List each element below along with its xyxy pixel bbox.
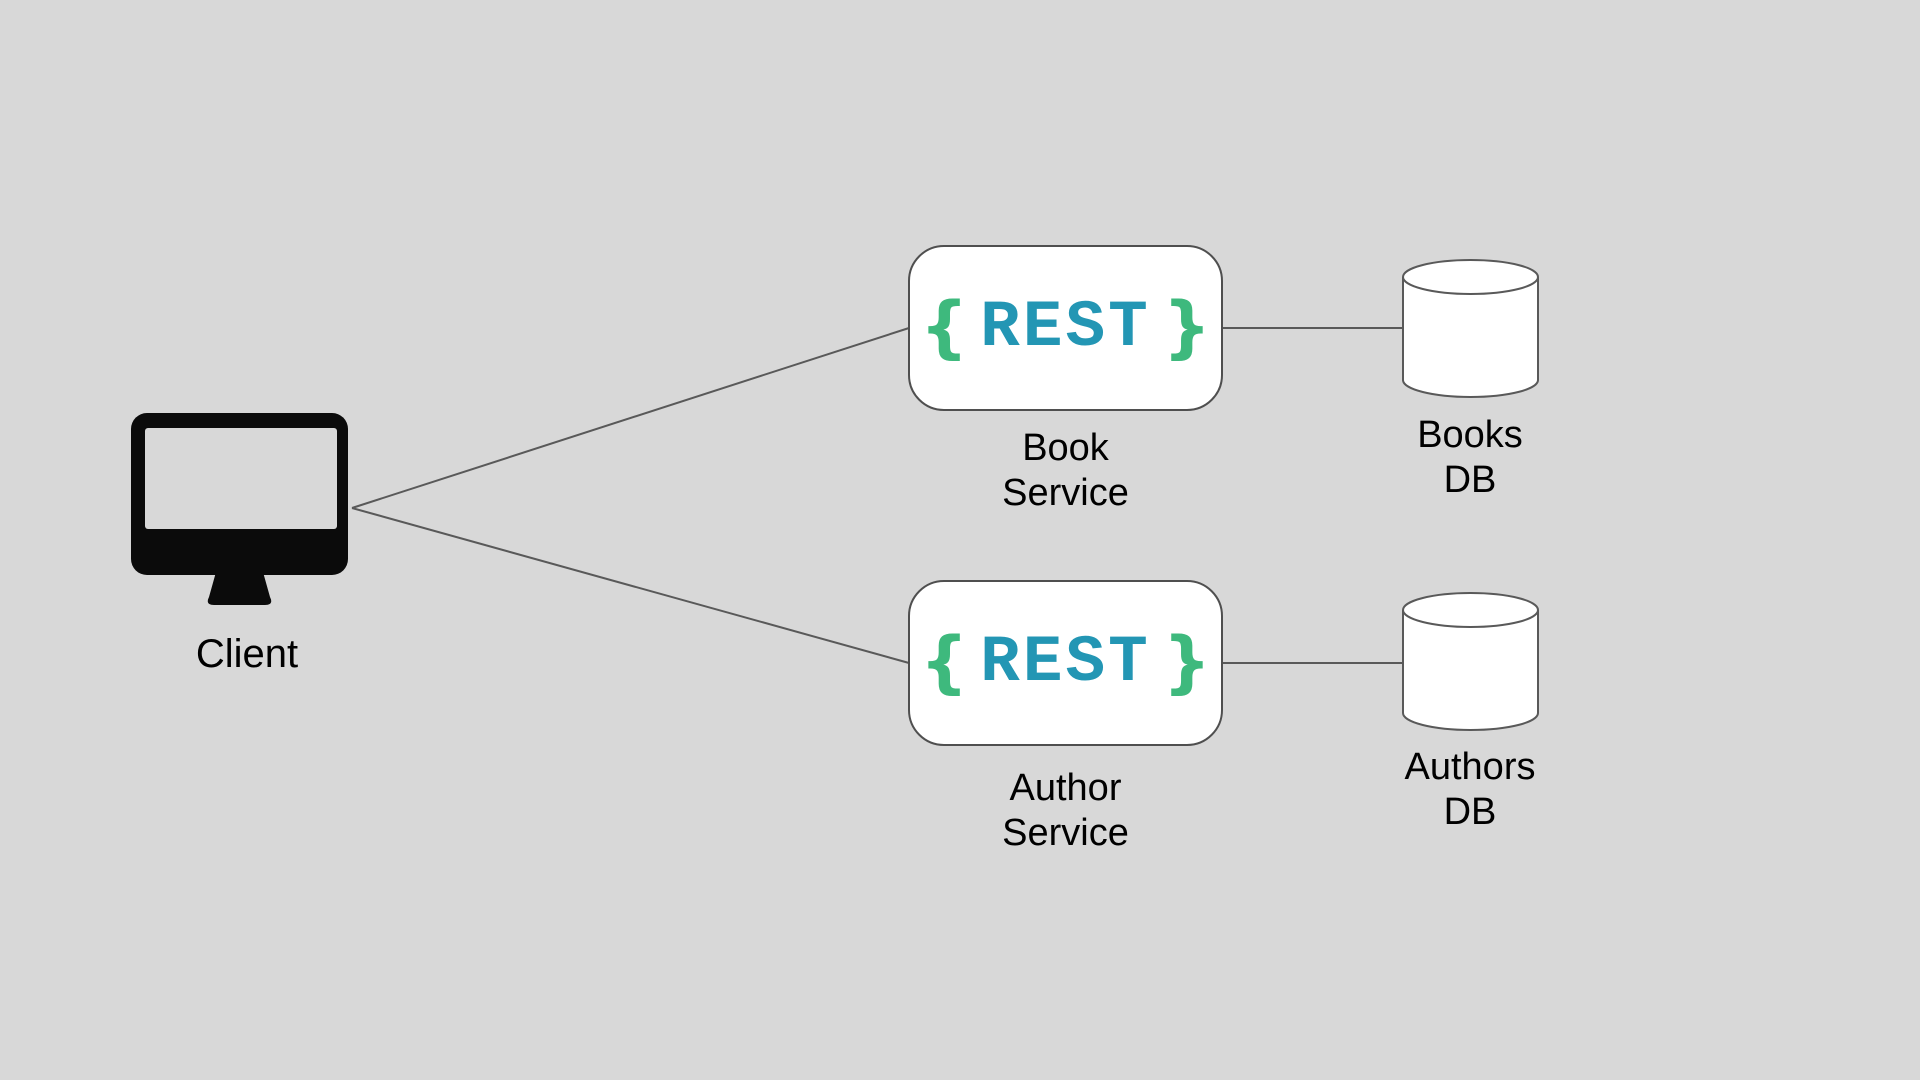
open-brace: { xyxy=(919,623,969,702)
label-line: Service xyxy=(1002,472,1129,514)
book-service-node: { REST } xyxy=(908,245,1223,411)
close-brace: } xyxy=(1162,288,1212,367)
rest-logo-text: REST xyxy=(980,290,1151,365)
book-service-label: Book Service xyxy=(908,426,1223,516)
close-brace: } xyxy=(1162,623,1212,702)
author-service-label: Author Service xyxy=(908,766,1223,856)
authors-db-cylinder-icon xyxy=(1402,592,1539,731)
label-line: Service xyxy=(1002,812,1129,854)
label-line: DB xyxy=(1443,459,1497,501)
connectors-group xyxy=(351,327,1404,664)
label-line: Book xyxy=(1022,427,1109,469)
label-line: Authors xyxy=(1404,746,1536,788)
author-service-node: { REST } xyxy=(908,580,1223,746)
label-line: Books xyxy=(1417,414,1523,456)
books-db-label: Books DB xyxy=(1320,413,1620,503)
label-line: Author xyxy=(1009,767,1122,809)
authors-db-label: Authors DB xyxy=(1320,745,1620,835)
client-label: Client xyxy=(195,632,299,676)
label-line: DB xyxy=(1443,791,1497,833)
connector-client-to-book-service xyxy=(351,327,910,509)
rest-logo-text: REST xyxy=(980,625,1151,700)
connector-client-to-author-service xyxy=(351,507,910,664)
open-brace: { xyxy=(919,288,969,367)
desktop-monitor-icon xyxy=(131,413,348,605)
books-db-cylinder-icon xyxy=(1402,259,1539,398)
